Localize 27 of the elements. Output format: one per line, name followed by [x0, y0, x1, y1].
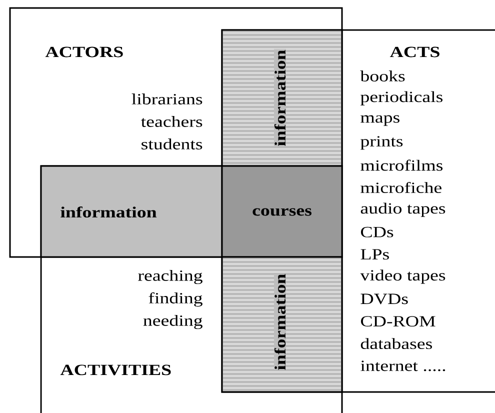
list-item: teachers [141, 116, 202, 127]
list-item: CD-ROM [360, 316, 436, 326]
list-item: needing [143, 314, 202, 330]
list-item: books [360, 70, 405, 82]
list-item: CDs [360, 226, 394, 238]
list-item: maps [360, 115, 400, 126]
list-item: databases [360, 338, 432, 350]
list-item: librarians [132, 94, 202, 104]
list-item: prints [360, 136, 403, 150]
list-item: audio tapes [360, 202, 446, 217]
heading: ACTS [390, 46, 440, 58]
heading: information [274, 49, 286, 147]
list-item: DVDs [360, 294, 408, 304]
heading: ACTIVITIES [60, 364, 171, 376]
heading: courses [252, 208, 312, 216]
list-item: reaching [138, 270, 202, 284]
list-item: students [142, 138, 202, 150]
heading: information [274, 273, 286, 371]
list-item: internet ..... [360, 360, 446, 372]
list-item: LPs [360, 249, 389, 260]
heading: information [60, 206, 157, 218]
list-item: periodicals [360, 91, 442, 106]
list-item: video tapes [360, 270, 446, 284]
heading: ACTORS [45, 46, 123, 58]
list-item: microfilms [360, 160, 443, 171]
list-item: microfiche [360, 182, 442, 194]
list-item: finding [148, 292, 202, 307]
